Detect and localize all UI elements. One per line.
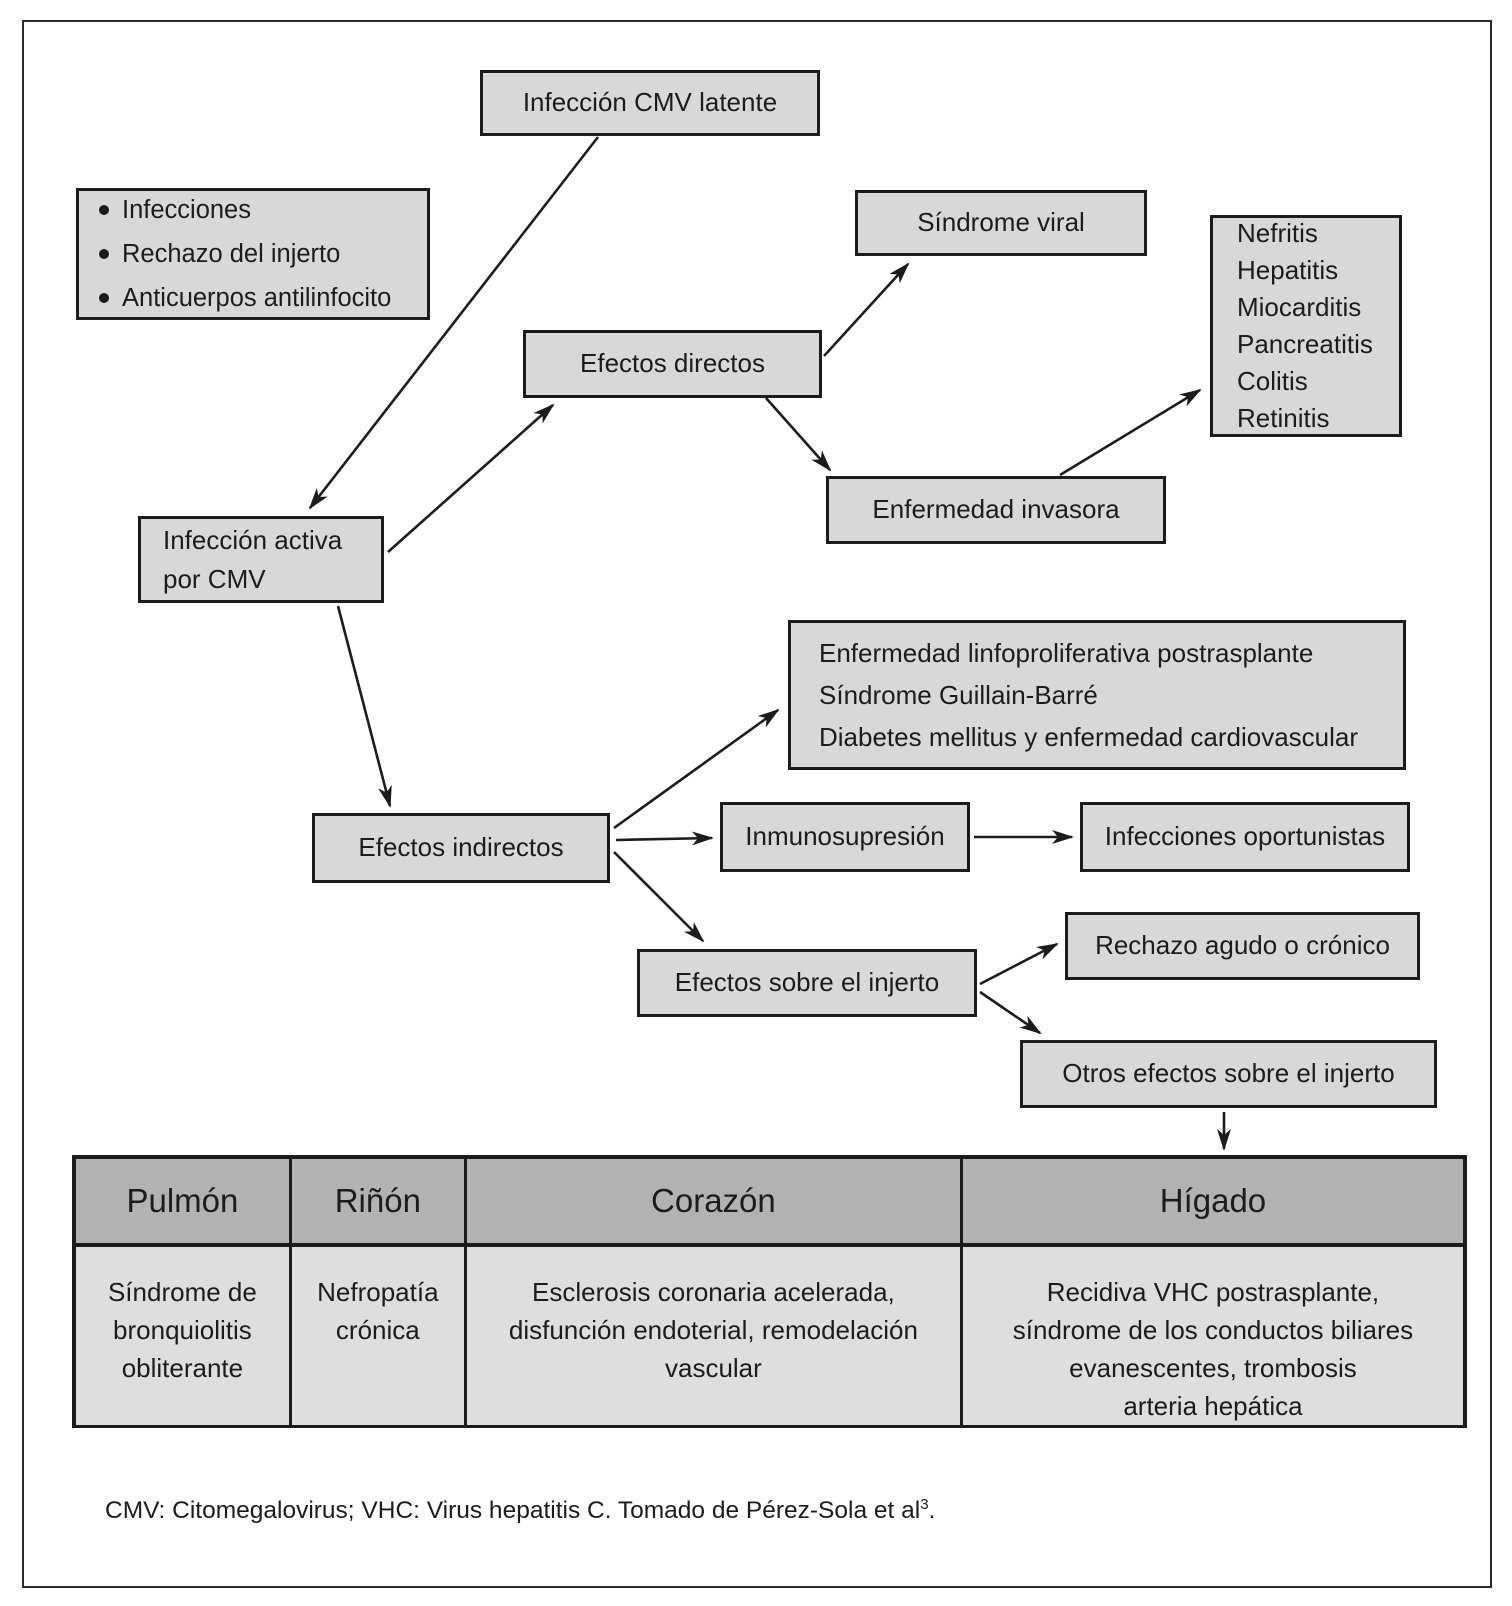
node-organ-disease-list: Nefritis Hepatitis Miocarditis Pancreati… — [1210, 215, 1402, 437]
table-header-higado: Hígado — [1159, 1182, 1267, 1219]
node-rechazo-agudo-o-cronico: Rechazo agudo o crónico — [1065, 912, 1420, 980]
list-item: Miocarditis — [1237, 292, 1362, 322]
list-item: Colitis — [1237, 366, 1308, 396]
figure-footnote: CMV: Citomegalovirus; VHC: Virus hepatit… — [105, 1496, 935, 1525]
table-cell-pulmon: Síndrome de bronquiolitis obliterante — [76, 1247, 292, 1425]
table-header-corazon: Corazón — [467, 1159, 963, 1243]
node-efectos-sobre-el-injerto: Efectos sobre el injerto — [637, 949, 977, 1017]
list-item: Enfermedad linfoproliferativa postraspla… — [819, 638, 1314, 668]
node-label: Efectos directos — [580, 348, 765, 379]
footnote-period: . — [928, 1497, 936, 1525]
table-cell-higado: Recidiva VHC postrasplante, síndrome de … — [1012, 1277, 1414, 1421]
list-item: Rechazo del injerto — [99, 232, 340, 276]
node-label: Efectos sobre el injerto — [674, 967, 940, 998]
node-risk-factors-list: Infecciones Rechazo del injerto Anticuer… — [76, 188, 430, 320]
footnote-reference-superscript: 3 — [920, 1496, 929, 1513]
list-item-label: Anticuerpos antilinfocito — [122, 284, 392, 312]
node-label: Infección CMV latente — [522, 87, 778, 118]
bullet-icon — [99, 293, 109, 303]
node-label: Enfermedad invasora — [872, 494, 1120, 525]
table-cell-rinon: Nefropatía crónica — [292, 1247, 467, 1425]
node-efectos-indirectos: Efectos indirectos — [312, 813, 610, 883]
node-enfermedad-invasora: Enfermedad invasora — [826, 476, 1166, 544]
node-label: Rechazo agudo o crónico — [1095, 930, 1390, 961]
node-label: Efectos indirectos — [358, 832, 564, 863]
node-label: Síndrome viral — [917, 207, 1085, 238]
list-item: Síndrome Guillain-Barré — [819, 680, 1098, 710]
node-otros-efectos-sobre-el-injerto: Otros efectos sobre el injerto — [1020, 1040, 1437, 1108]
node-infecciones-oportunistas: Infecciones oportunistas — [1080, 802, 1410, 872]
node-sindrome-viral: Síndrome viral — [855, 190, 1147, 256]
list-item: Hepatitis — [1237, 255, 1339, 285]
footnote-text: CMV: Citomegalovirus; VHC: Virus hepatit… — [105, 1497, 921, 1525]
list-item-label: Infecciones — [122, 196, 251, 224]
node-label: Inmunosupresión — [745, 821, 945, 852]
list-item: Retinitis — [1237, 403, 1330, 433]
list-item: Diabetes mellitus y enfermedad cardiovas… — [819, 722, 1359, 752]
node-efectos-directos: Efectos directos — [523, 330, 822, 398]
organ-effects-table: Pulmón Riñón Corazón Hígado Síndrome de … — [72, 1155, 1467, 1428]
node-label: Infecciones oportunistas — [1104, 821, 1386, 852]
bullet-icon — [99, 205, 109, 215]
node-infeccion-activa-por-cmv: Infección activa por CMV — [138, 516, 384, 603]
list-item: Pancreatitis — [1237, 329, 1373, 359]
table-header-row: Pulmón Riñón Corazón Hígado — [76, 1159, 1463, 1247]
node-indirect-outcomes-list: Enfermedad linfoproliferativa postraspla… — [788, 620, 1406, 770]
table-cell-corazon: Esclerosis coronaria acelerada, disfunci… — [467, 1247, 963, 1425]
table-body-row: Síndrome de bronquiolitis obliterante Ne… — [76, 1247, 1463, 1425]
table-header-rinon: Riñón — [292, 1159, 467, 1243]
list-item: Nefritis — [1237, 218, 1318, 248]
node-label: Infección activa por CMV — [163, 524, 343, 594]
bullet-icon — [99, 249, 109, 259]
node-label: Otros efectos sobre el injerto — [1062, 1058, 1395, 1089]
list-item: Anticuerpos antilinfocito — [99, 276, 391, 320]
list-item-label: Rechazo del injerto — [122, 240, 341, 268]
list-item: Infecciones — [99, 188, 251, 232]
table-header-pulmon: Pulmón — [76, 1159, 292, 1243]
node-infeccion-cmv-latente: Infección CMV latente — [480, 70, 820, 136]
node-inmunosupresion: Inmunosupresión — [720, 802, 970, 872]
